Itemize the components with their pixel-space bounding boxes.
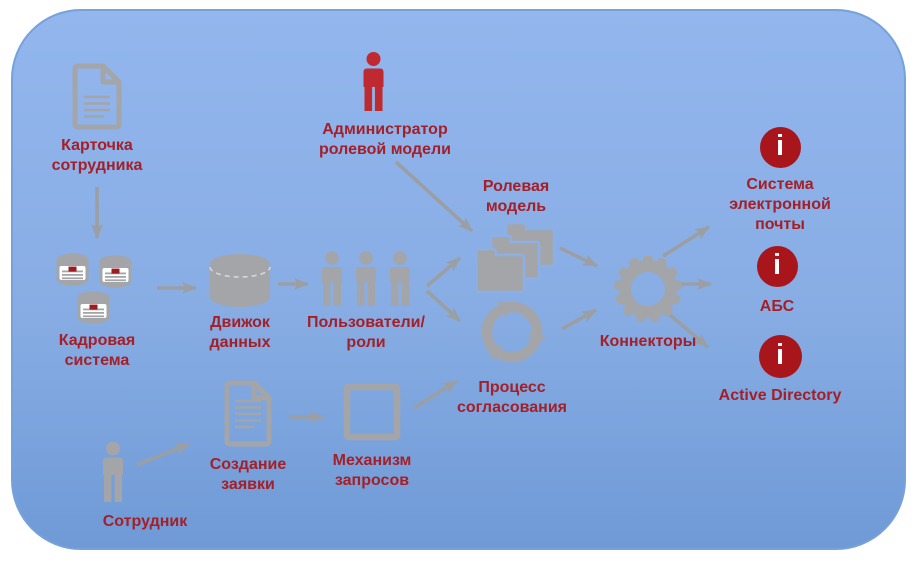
- database-cluster-icon: [56, 253, 132, 324]
- node-role-admin: Администратор ролевой модели: [305, 52, 465, 160]
- node-employee: Сотрудник: [70, 441, 200, 532]
- node-active-directory: i Active Directory: [705, 335, 855, 406]
- info-glyph: i: [775, 339, 785, 371]
- request-creation-label: Создание заявки: [209, 456, 287, 493]
- info-glyph: i: [775, 130, 785, 162]
- square-icon: [343, 383, 401, 441]
- document-icon: [224, 380, 272, 447]
- person-icon: [103, 441, 123, 502]
- node-hr-system: Кадровая система: [42, 251, 152, 371]
- node-approval-process: Процесс согласования: [436, 292, 588, 418]
- person-icon: [363, 52, 383, 111]
- node-connectors: Коннекторы: [578, 256, 718, 352]
- node-users-roles: Пользователи/ роли: [300, 251, 432, 353]
- node-role-model: Ролевая модель: [451, 177, 581, 294]
- info-icon: i: [756, 246, 798, 287]
- info-glyph: i: [772, 249, 782, 281]
- data-engine-label: Движок данных: [209, 314, 271, 351]
- node-request-mechanism: Механизм запросов: [307, 383, 437, 491]
- employee-label: Сотрудник: [102, 513, 188, 530]
- users-roles-label: Пользователи/ роли: [307, 314, 425, 351]
- connectors-label: Коннекторы: [599, 333, 697, 350]
- node-employee-card: Карточка сотрудника: [27, 60, 167, 176]
- hr-system-label: Кадровая система: [58, 332, 136, 369]
- node-data-engine: Движок данных: [185, 253, 295, 353]
- employee-card-label: Карточка сотрудника: [51, 137, 143, 174]
- request-mechanism-label: Механизм запросов: [332, 452, 412, 489]
- abs-label: АБС: [759, 298, 795, 315]
- role-admin-label: Администратор ролевой модели: [319, 121, 451, 158]
- info-icon: i: [759, 127, 801, 168]
- node-request-creation: Создание заявки: [183, 377, 313, 495]
- folder-stack-icon: [476, 221, 556, 294]
- info-icon: i: [758, 335, 802, 378]
- role-model-label: Ролевая модель: [482, 178, 550, 215]
- gear-icon: [614, 256, 682, 322]
- approval-process-label: Процесс согласования: [456, 379, 568, 416]
- document-icon: [72, 63, 122, 130]
- email-system-label: Система электронной почты: [729, 176, 831, 233]
- node-email-system: i Система электронной почты: [710, 127, 850, 235]
- user-group-icon: [322, 251, 410, 306]
- database-cylinder-icon: [209, 254, 271, 307]
- cycle-arrows-icon: [471, 292, 553, 370]
- node-abs: i АБС: [710, 246, 844, 317]
- active-directory-label: Active Directory: [718, 387, 842, 404]
